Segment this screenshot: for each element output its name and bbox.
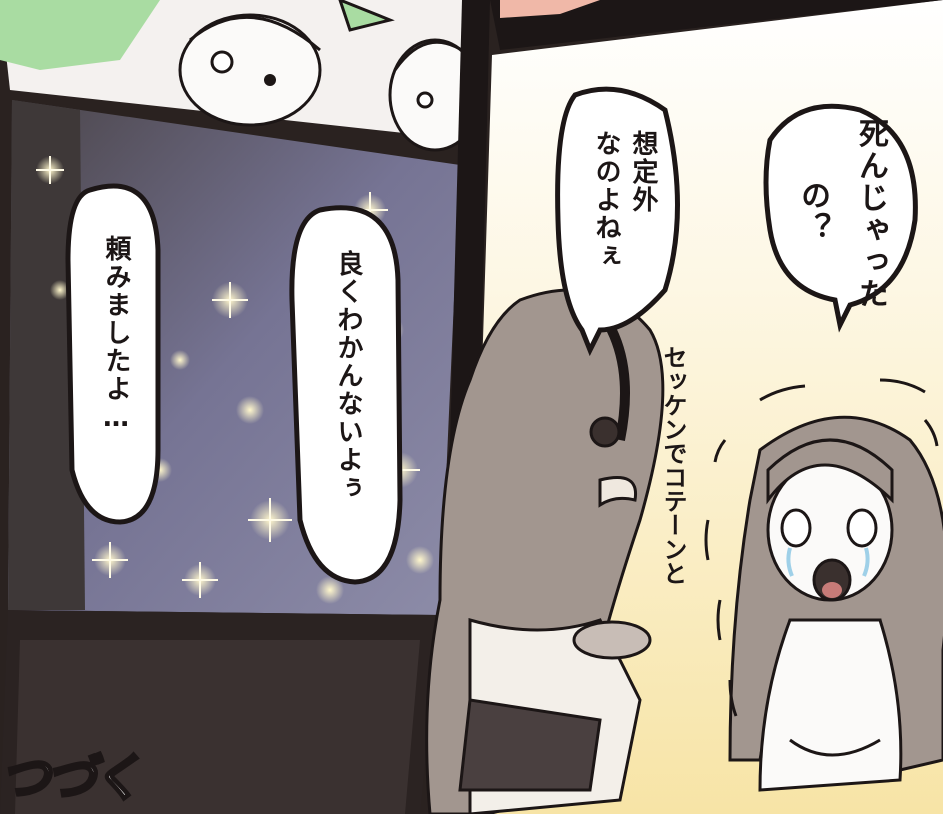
speech-text-souteigai-line1: 想定外 xyxy=(628,130,658,214)
character-back xyxy=(425,286,665,814)
speech-text-shinjatta-line2: の？ xyxy=(795,180,830,244)
speech-bubbles xyxy=(65,86,918,585)
top-left-panel xyxy=(0,0,482,152)
speech-text-shinjatta-line1: 死んじゃった xyxy=(853,118,888,310)
continued-mark: つづく xyxy=(0,748,144,809)
speech-text-tanomimashitayo: 頼みましたよ… xyxy=(101,235,131,435)
speech-text-yoku-wakannai: 良くわかんないよぅ xyxy=(333,250,363,502)
speech-text-souteigai-line2: なのよねぇ xyxy=(591,130,621,270)
character-crying xyxy=(704,378,943,792)
sfx-sekken-de-koten: セッケンでコテーンと xyxy=(659,345,687,585)
